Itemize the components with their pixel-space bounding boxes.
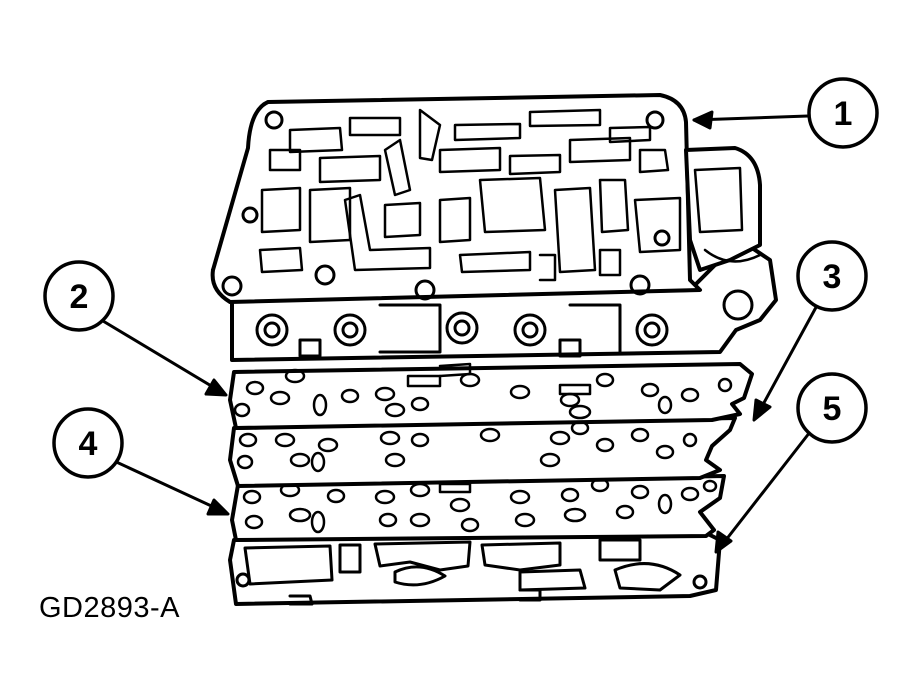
figure-id-label: GD2893-A	[39, 592, 181, 624]
leader-lines	[96, 110, 822, 554]
upper-separator-plate	[228, 362, 754, 430]
lower-separator-plate	[230, 474, 726, 542]
upper-gasket-plate	[228, 416, 737, 488]
callout-4-label: 4	[79, 425, 98, 463]
callout-2: 2	[43, 260, 115, 332]
callout-5-label: 5	[823, 390, 842, 428]
callout-1-label: 1	[834, 95, 853, 133]
callout-1: 1	[807, 77, 879, 149]
main-valve-body	[210, 93, 778, 362]
lower-valve-body	[228, 528, 722, 606]
callout-3: 3	[796, 240, 868, 312]
callout-4: 4	[52, 407, 124, 479]
callout-3-label: 3	[823, 258, 842, 296]
callout-5: 5	[796, 372, 868, 444]
callout-2-label: 2	[70, 278, 89, 316]
